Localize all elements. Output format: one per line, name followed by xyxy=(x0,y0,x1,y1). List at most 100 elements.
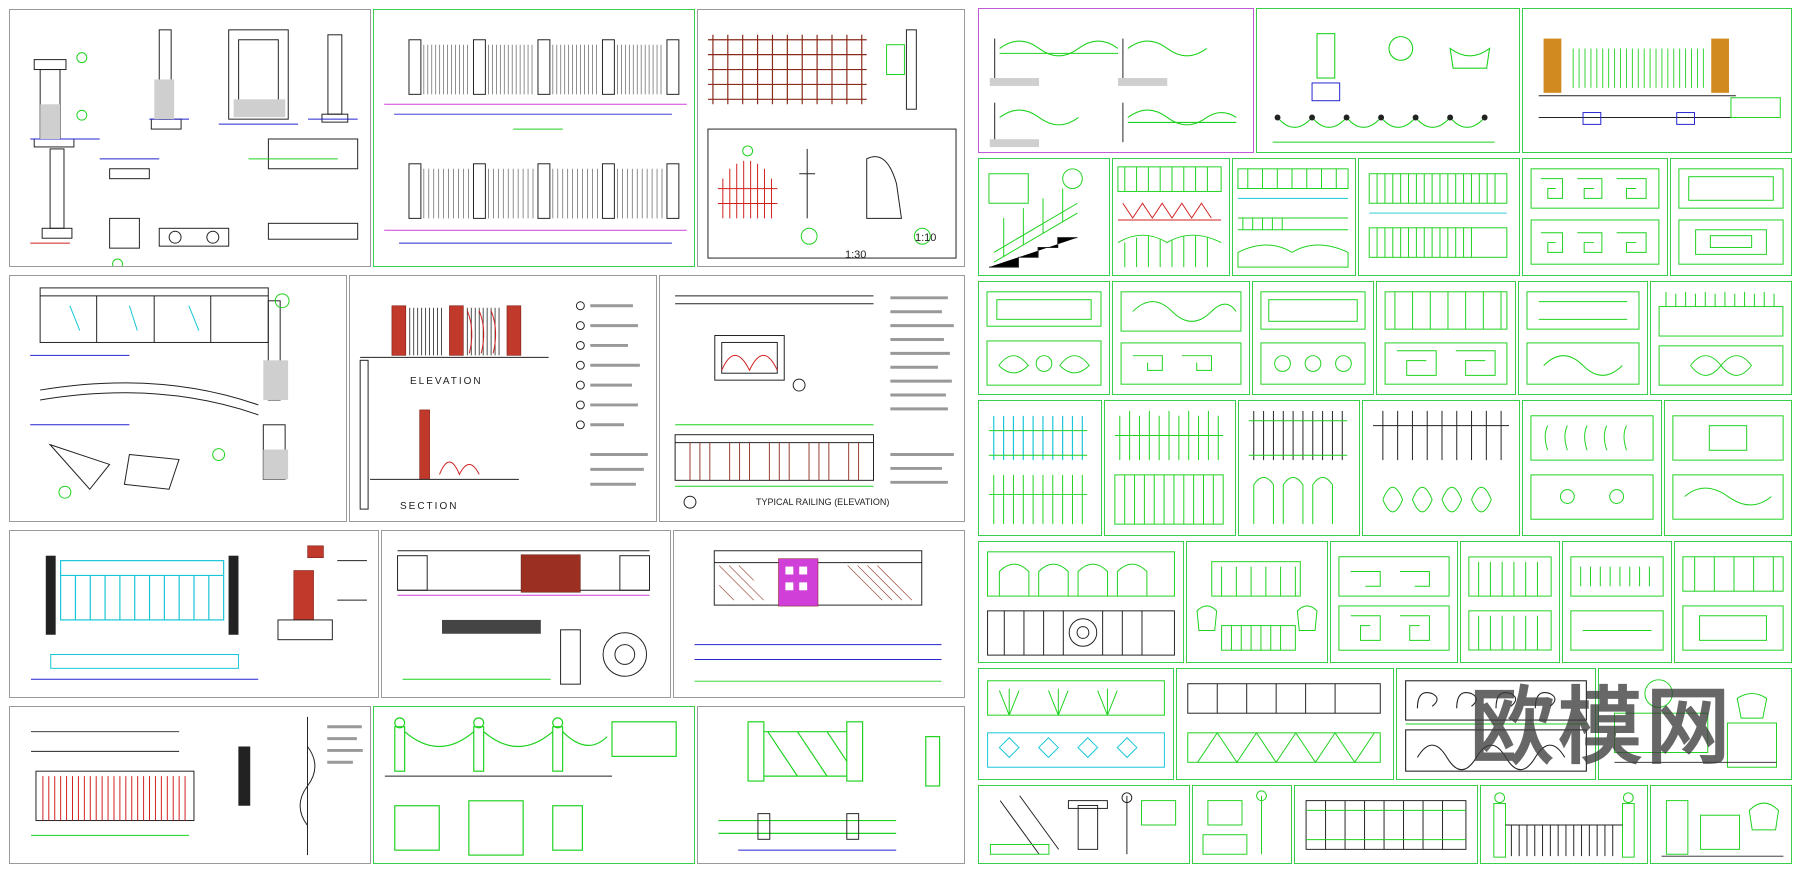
red-green-railing-drawing xyxy=(1117,166,1222,268)
post-details-drawing xyxy=(989,792,1177,855)
sheet-fence-variants-a xyxy=(1232,158,1356,276)
green-gate-drawing xyxy=(718,721,941,851)
sheet-glass-railing xyxy=(9,275,347,522)
sheet-stair-railing xyxy=(978,158,1110,276)
sheet-fret-railing xyxy=(1522,158,1668,276)
panel-railing-drawing xyxy=(1678,168,1784,265)
cyan-gate-drawing xyxy=(30,545,367,680)
ornate-balustrade-e-drawing xyxy=(1526,291,1640,385)
sheet-brown-gate-elevation xyxy=(381,530,671,698)
sheet-finial-railing xyxy=(1480,785,1648,864)
lamp-railing-drawing xyxy=(1202,790,1267,855)
typical-railing-drawing xyxy=(674,295,954,509)
sheet-arch-balustrade xyxy=(978,541,1184,663)
grid-railing-drawing xyxy=(1187,683,1381,764)
sheet-spear-fence-d xyxy=(1362,400,1520,536)
sheet-green-gate-plan xyxy=(697,706,965,864)
wave-railing-drawing xyxy=(989,38,1237,148)
scroll-railing-drawing xyxy=(1405,680,1587,772)
balustrade-panel-d-drawing xyxy=(1682,556,1784,651)
sheet-picket-railing xyxy=(1294,785,1478,864)
sheet-ornate-balustrade-e xyxy=(1518,281,1648,395)
finial-railing-drawing xyxy=(1493,792,1635,858)
sheet-urn-railing xyxy=(1598,668,1792,780)
sheet-ornate-balustrade-d xyxy=(1376,281,1516,395)
sheet-balustrade-panel-b xyxy=(1460,541,1560,663)
spear-fence-c-drawing xyxy=(1248,410,1348,525)
ornate-balustrade-f-drawing xyxy=(1658,291,1784,386)
stair-railing-drawing xyxy=(988,168,1083,268)
sheet-grid-railing xyxy=(1176,668,1394,780)
sheet-red-railing-details xyxy=(9,706,371,864)
pillar-details-drawing xyxy=(30,29,359,266)
typical-railing-label: TYPICAL RAILING (ELEVATION) xyxy=(756,497,890,507)
ornate-balustrade-a-drawing xyxy=(986,291,1102,386)
sheet-balustrade-panel-d xyxy=(1674,541,1792,663)
wall-fence-drawing xyxy=(1538,38,1781,125)
fence-elevation-drawing xyxy=(384,39,687,244)
sheet-panel-railing xyxy=(1670,158,1792,276)
sheet-ornate-balustrade-b xyxy=(1112,281,1250,395)
sheet-spear-fence-b xyxy=(1104,400,1236,536)
fence-variants-b-drawing xyxy=(1368,173,1508,258)
bollard-chain-drawing xyxy=(1272,33,1495,143)
balustrade-panel-c-drawing xyxy=(1570,556,1664,651)
scale-1-10-label: 1:10 xyxy=(915,232,937,244)
sheet-grid-and-gate-details xyxy=(697,9,965,267)
spear-fence-b-drawing xyxy=(1114,410,1224,525)
section-label: SECTION xyxy=(400,501,459,512)
spear-fence-d-drawing xyxy=(1373,410,1509,513)
sheet-post-details xyxy=(978,785,1190,864)
sheet-fence-elevation xyxy=(373,9,695,267)
sheet-wall-fence-elevation xyxy=(1522,8,1792,153)
fret-railing-drawing xyxy=(1530,168,1660,265)
sheet-ornate-balustrade-f xyxy=(1650,281,1792,395)
sheet-fan-railing xyxy=(978,668,1174,780)
fan-railing-drawing xyxy=(987,680,1165,768)
spear-fence-a-drawing xyxy=(988,415,1088,525)
sheet-bollard-chain-elevation xyxy=(1256,8,1520,153)
vase-balustrade-drawing xyxy=(1196,561,1318,651)
sheet-pillar-details xyxy=(9,9,371,267)
sheet-chain-bollard-details xyxy=(373,706,695,864)
sheet-ornate-balustrade-a xyxy=(978,281,1110,395)
ornate-balustrade-d-drawing xyxy=(1384,291,1508,385)
balustrade-panel-a-drawing xyxy=(1338,556,1450,651)
sheet-baluster-railing-b xyxy=(1664,400,1792,536)
sheet-balustrade-panel-a xyxy=(1330,541,1458,663)
arch-balustrade-drawing xyxy=(987,551,1175,656)
picket-railing-drawing xyxy=(1305,800,1467,850)
sheet-wave-railing-sections xyxy=(978,8,1254,153)
sheet-ornate-balustrade-c xyxy=(1252,281,1374,395)
brown-gate-drawing xyxy=(397,550,651,685)
sheet-brick-fence-elevation-section: ELEVATION SECTION xyxy=(349,275,657,522)
sheet-magenta-gate-plan xyxy=(673,530,965,698)
ornate-balustrade-c-drawing xyxy=(1260,291,1366,385)
scale-1-30-label: 1:30 xyxy=(845,249,867,261)
sheet-scroll-railing xyxy=(1396,668,1596,780)
glass-railing-drawing xyxy=(30,287,290,499)
baluster-railing-b-drawing xyxy=(1672,415,1784,520)
balustrade-panel-b-drawing xyxy=(1468,556,1552,651)
fence-variants-a-drawing xyxy=(1237,168,1349,268)
sheet-spear-fence-a xyxy=(978,400,1102,536)
baluster-railing-a-drawing xyxy=(1530,415,1654,520)
sheet-typical-railing-plan: TYPICAL RAILING (ELEVATION) xyxy=(659,275,965,522)
magenta-gate-drawing xyxy=(694,550,942,682)
sheet-pillar-railing xyxy=(1650,785,1792,864)
brick-fence-drawing xyxy=(359,301,648,510)
sheet-balustrade-panel-c xyxy=(1562,541,1672,663)
ornate-balustrade-b-drawing xyxy=(1120,291,1242,385)
sheet-lamp-railing xyxy=(1192,785,1292,864)
pillar-railing-drawing xyxy=(1661,800,1784,857)
chain-bollard-drawing xyxy=(384,717,677,856)
sheet-baluster-railing-a xyxy=(1522,400,1662,536)
elevation-label: ELEVATION xyxy=(410,376,483,387)
sheet-red-green-railings xyxy=(1112,158,1230,276)
sheet-fence-variants-b xyxy=(1358,158,1520,276)
sheet-vase-balustrade xyxy=(1186,541,1328,663)
sheet-spear-fence-c xyxy=(1238,400,1360,536)
red-railing-drawing xyxy=(31,716,363,856)
sheet-cyan-gate-elevation xyxy=(9,530,379,698)
